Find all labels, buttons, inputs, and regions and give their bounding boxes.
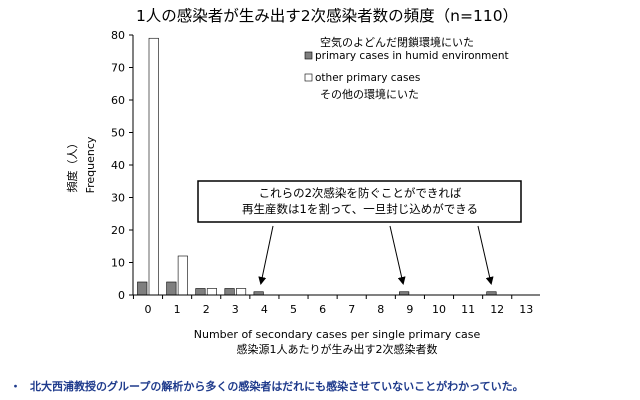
y-axis-ticks: 0 10 20 30 40 50 60 70 80 (111, 29, 133, 302)
legend-swatch-other (304, 73, 313, 82)
callout: これらの2次感染を防ぐことができれば 再生産数は1を割って、一旦封じ込めができる (197, 180, 522, 285)
footnote-text: 北大西浦教授のグループの解析から多くの感染者はだれにも感染させていないことがわか… (30, 380, 524, 393)
chart-title: 1人の感染者が生み出す2次感染者数の頻度（n=110） (136, 7, 518, 25)
y-tick-label: 40 (111, 159, 125, 172)
x-tick-label: 0 (145, 303, 152, 316)
x-tick-label: 13 (519, 303, 533, 316)
x-tick-label: 3 (232, 303, 239, 316)
callout-arrow-9 (389, 225, 406, 285)
legend-jp-humid: 空気のよどんだ閉鎖環境にいた (320, 35, 474, 49)
bar-humid-3 (224, 288, 235, 296)
y-tick-label: 20 (111, 224, 125, 237)
legend-item-other: other primary cases (315, 72, 420, 84)
bar-humid-1 (166, 281, 177, 296)
y-tick-label: 0 (118, 289, 125, 302)
x-axis-label-ja: 感染源1人あたりが生み出す2次感染者数 (237, 342, 438, 356)
x-axis-label-en: Number of secondary cases per single pri… (194, 328, 481, 341)
y-tick-label: 30 (111, 192, 125, 205)
callout-arrow-4 (258, 225, 274, 285)
bar-other-1 (177, 255, 188, 296)
y-tick-label: 10 (111, 257, 125, 270)
y-axis-label-en: Frequency (84, 136, 97, 193)
y-tick-label: 50 (111, 127, 125, 140)
y-tick-label: 80 (111, 29, 125, 42)
legend-item-humid: primary cases in humid environment (315, 50, 509, 62)
x-tick-label: 7 (348, 303, 355, 316)
footnote-bullet: ・ (10, 380, 21, 393)
x-tick-label: 6 (319, 303, 326, 316)
legend-swatch-humid (304, 51, 313, 60)
x-tick-label: 8 (377, 303, 384, 316)
x-tick-label: 12 (490, 303, 504, 316)
x-tick-label: 1 (174, 303, 181, 316)
bar-humid-2 (195, 288, 206, 296)
x-tick-label: 2 (203, 303, 210, 316)
y-tick-label: 70 (111, 62, 125, 75)
x-tick-label: 11 (461, 303, 475, 316)
footnote: ・北大西浦教授のグループの解析から多くの感染者はだれにも感染させていないことがわ… (10, 378, 640, 394)
bar-other-2 (206, 288, 217, 296)
bar-humid-0 (137, 281, 148, 296)
x-tick-label: 4 (261, 303, 268, 316)
y-tick-label: 60 (111, 94, 125, 107)
callout-line-1: これらの2次感染を防ぐことができれば (259, 186, 462, 200)
bar-other-0 (148, 37, 159, 296)
callout-box (197, 180, 522, 223)
x-tick-label: 9 (406, 303, 413, 316)
bar-other-3 (236, 288, 247, 296)
x-tick-label: 5 (290, 303, 297, 316)
legend: 空気のよどんだ閉鎖環境にいた primary cases in humid en… (304, 35, 509, 101)
x-tick-label: 10 (432, 303, 446, 316)
callout-line-2: 再生産数は1を割って、一旦封じ込めができる (242, 202, 478, 216)
callout-arrow-12 (477, 225, 494, 285)
y-axis-label-ja: 頻度（人） (65, 138, 79, 193)
legend-jp-other: その他の環境にいた (320, 87, 419, 101)
